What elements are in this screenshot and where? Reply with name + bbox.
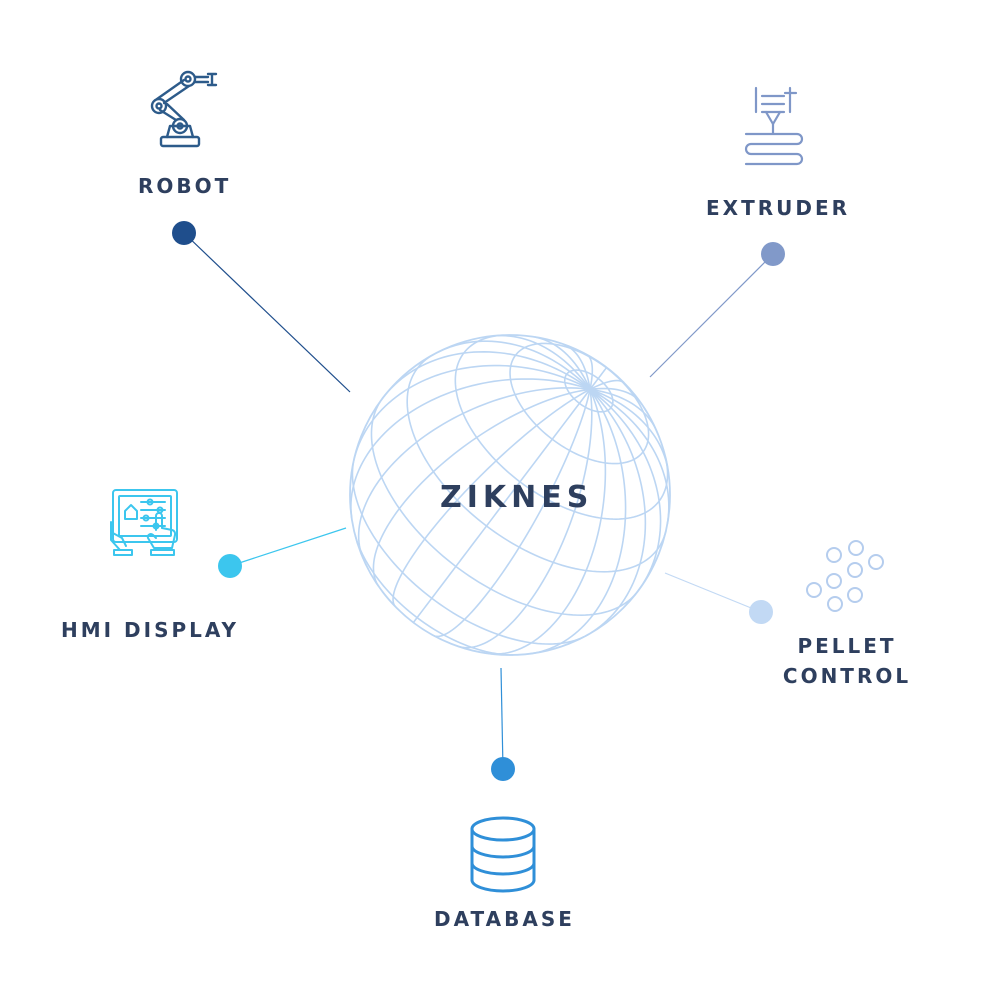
globe-gridline	[526, 344, 593, 606]
globe-gridline	[438, 340, 647, 608]
node-label-hmi: HMI DISPLAY	[61, 618, 239, 642]
node-dot-database	[491, 757, 515, 781]
globe-gridline	[424, 379, 625, 540]
connector-robot	[183, 232, 351, 393]
globe-gridline	[534, 336, 607, 615]
globe-gridline	[381, 351, 662, 593]
globe-gridline	[392, 538, 426, 607]
node-label-robot: ROBOT	[138, 174, 232, 198]
globe-gridline	[398, 387, 641, 510]
globe-gridline	[530, 613, 595, 655]
node-label-pellet-line1: PELLET	[797, 634, 897, 658]
globe-gridline	[352, 419, 374, 462]
globe-gridline	[357, 476, 383, 559]
node-label-pellet-line2: CONTROL	[782, 664, 912, 688]
node-label-pellet: PELLET CONTROL	[781, 631, 913, 691]
hmi-touchscreen-icon	[110, 489, 178, 556]
database-icon	[470, 816, 536, 893]
globe-gridline	[490, 354, 594, 590]
globe-gridline	[454, 352, 669, 520]
extruder-icon	[744, 86, 804, 166]
globe-icon	[349, 334, 671, 656]
connector-extruder	[649, 253, 774, 378]
globe-gridline	[455, 366, 608, 567]
globe-gridline	[406, 367, 667, 573]
globe-gridline	[380, 387, 657, 478]
globe-gridline	[488, 613, 563, 655]
globe-gridline	[371, 378, 669, 468]
globe-gridline	[433, 588, 492, 638]
node-dot-extruder	[761, 242, 785, 266]
node-label-database: DATABASE	[434, 907, 575, 931]
connector-hmi	[229, 527, 347, 567]
connector-database	[500, 667, 504, 770]
robot-arm-icon	[150, 70, 218, 148]
node-dot-pellet	[749, 600, 773, 624]
node-dot-hmi	[218, 554, 242, 578]
globe-gridline	[412, 565, 457, 623]
globe-gridline	[584, 606, 620, 637]
globe-gridline	[457, 604, 528, 649]
globe-gridline	[372, 508, 401, 588]
globe-gridline	[372, 364, 670, 525]
center-label: ZIKNES	[440, 480, 594, 515]
globe-gridline	[493, 334, 627, 615]
connector-pellet	[664, 572, 762, 613]
pellets-icon	[806, 540, 884, 612]
globe-outline	[349, 334, 671, 656]
node-dot-robot	[172, 221, 196, 245]
node-label-extruder: EXTRUDER	[706, 196, 851, 220]
